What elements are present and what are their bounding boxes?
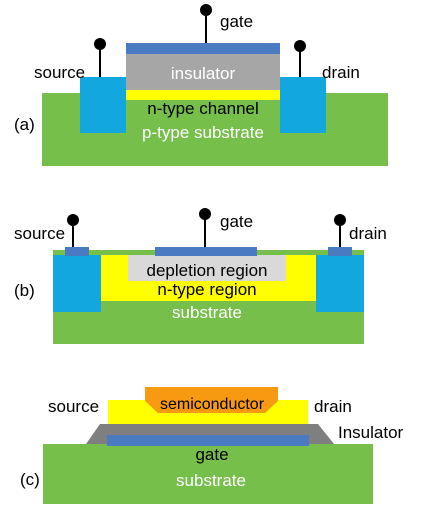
panel-a-source-label: source xyxy=(34,63,85,82)
panel-a-substrate-label: p-type substrate xyxy=(142,123,264,142)
panel-c-substrate-label: substrate xyxy=(176,471,246,490)
panel-b-drain-electrode xyxy=(328,247,352,256)
panel-a-gate-label: gate xyxy=(220,12,253,31)
panel-b-source-terminal xyxy=(67,214,79,226)
panel-a-source-terminal xyxy=(94,38,106,50)
panel-b-depletion-region xyxy=(128,255,286,281)
panel-b-source-contact xyxy=(53,255,101,312)
panel-a-gate-electrode xyxy=(126,43,280,54)
panel-b-drain-terminal xyxy=(334,214,346,226)
panel-c-gate-electrode xyxy=(107,435,309,446)
panel-c-semiconductor-label: semiconductor xyxy=(160,396,265,413)
panel-c-label: (c) xyxy=(20,470,40,489)
panel-b-depletion-label: depletion region xyxy=(147,261,268,280)
panel-b-source-electrode xyxy=(65,247,89,256)
panel-a-gate-terminal xyxy=(200,4,212,16)
panel-c-insulator-label: Insulator xyxy=(338,423,404,442)
panel-a-insulator-label: insulator xyxy=(171,64,236,83)
panel-b-ntype-label: n-type region xyxy=(157,280,256,299)
panel-b-drain-label: drain xyxy=(349,224,387,243)
panel-a-drain-label: drain xyxy=(322,63,360,82)
panel-c-gate-label: gate xyxy=(195,445,228,464)
panel-a-source-contact xyxy=(80,77,126,133)
panel-b-gate-electrode xyxy=(155,247,257,256)
panel-b-drain-contact xyxy=(316,255,364,312)
panel-a-channel-label: n-type channel xyxy=(147,99,259,118)
panel-b-label: (b) xyxy=(14,281,35,300)
panel-c-semiconductor xyxy=(145,387,278,413)
panel-a-drain-contact xyxy=(280,77,326,133)
panel-b-source-label: source xyxy=(14,224,65,243)
panel-a-channel xyxy=(126,90,280,100)
panel-b-substrate-label: substrate xyxy=(172,303,242,322)
panel-c-substrate xyxy=(43,444,373,504)
panel-a-drain-terminal xyxy=(294,40,306,52)
panel-b: gate source drain depletion region n-typ… xyxy=(14,208,387,344)
panel-b-gate-label: gate xyxy=(220,212,253,231)
panel-a: gate source drain insulator n-type chann… xyxy=(14,4,388,166)
panel-c-source-label: source xyxy=(48,397,99,416)
panel-c: source drain semiconductor Insulator gat… xyxy=(20,387,404,504)
panel-a-insulator xyxy=(126,53,280,90)
panel-b-gate-terminal xyxy=(199,208,211,220)
panel-a-label: (a) xyxy=(14,115,35,134)
panel-c-drain-label: drain xyxy=(314,397,352,416)
